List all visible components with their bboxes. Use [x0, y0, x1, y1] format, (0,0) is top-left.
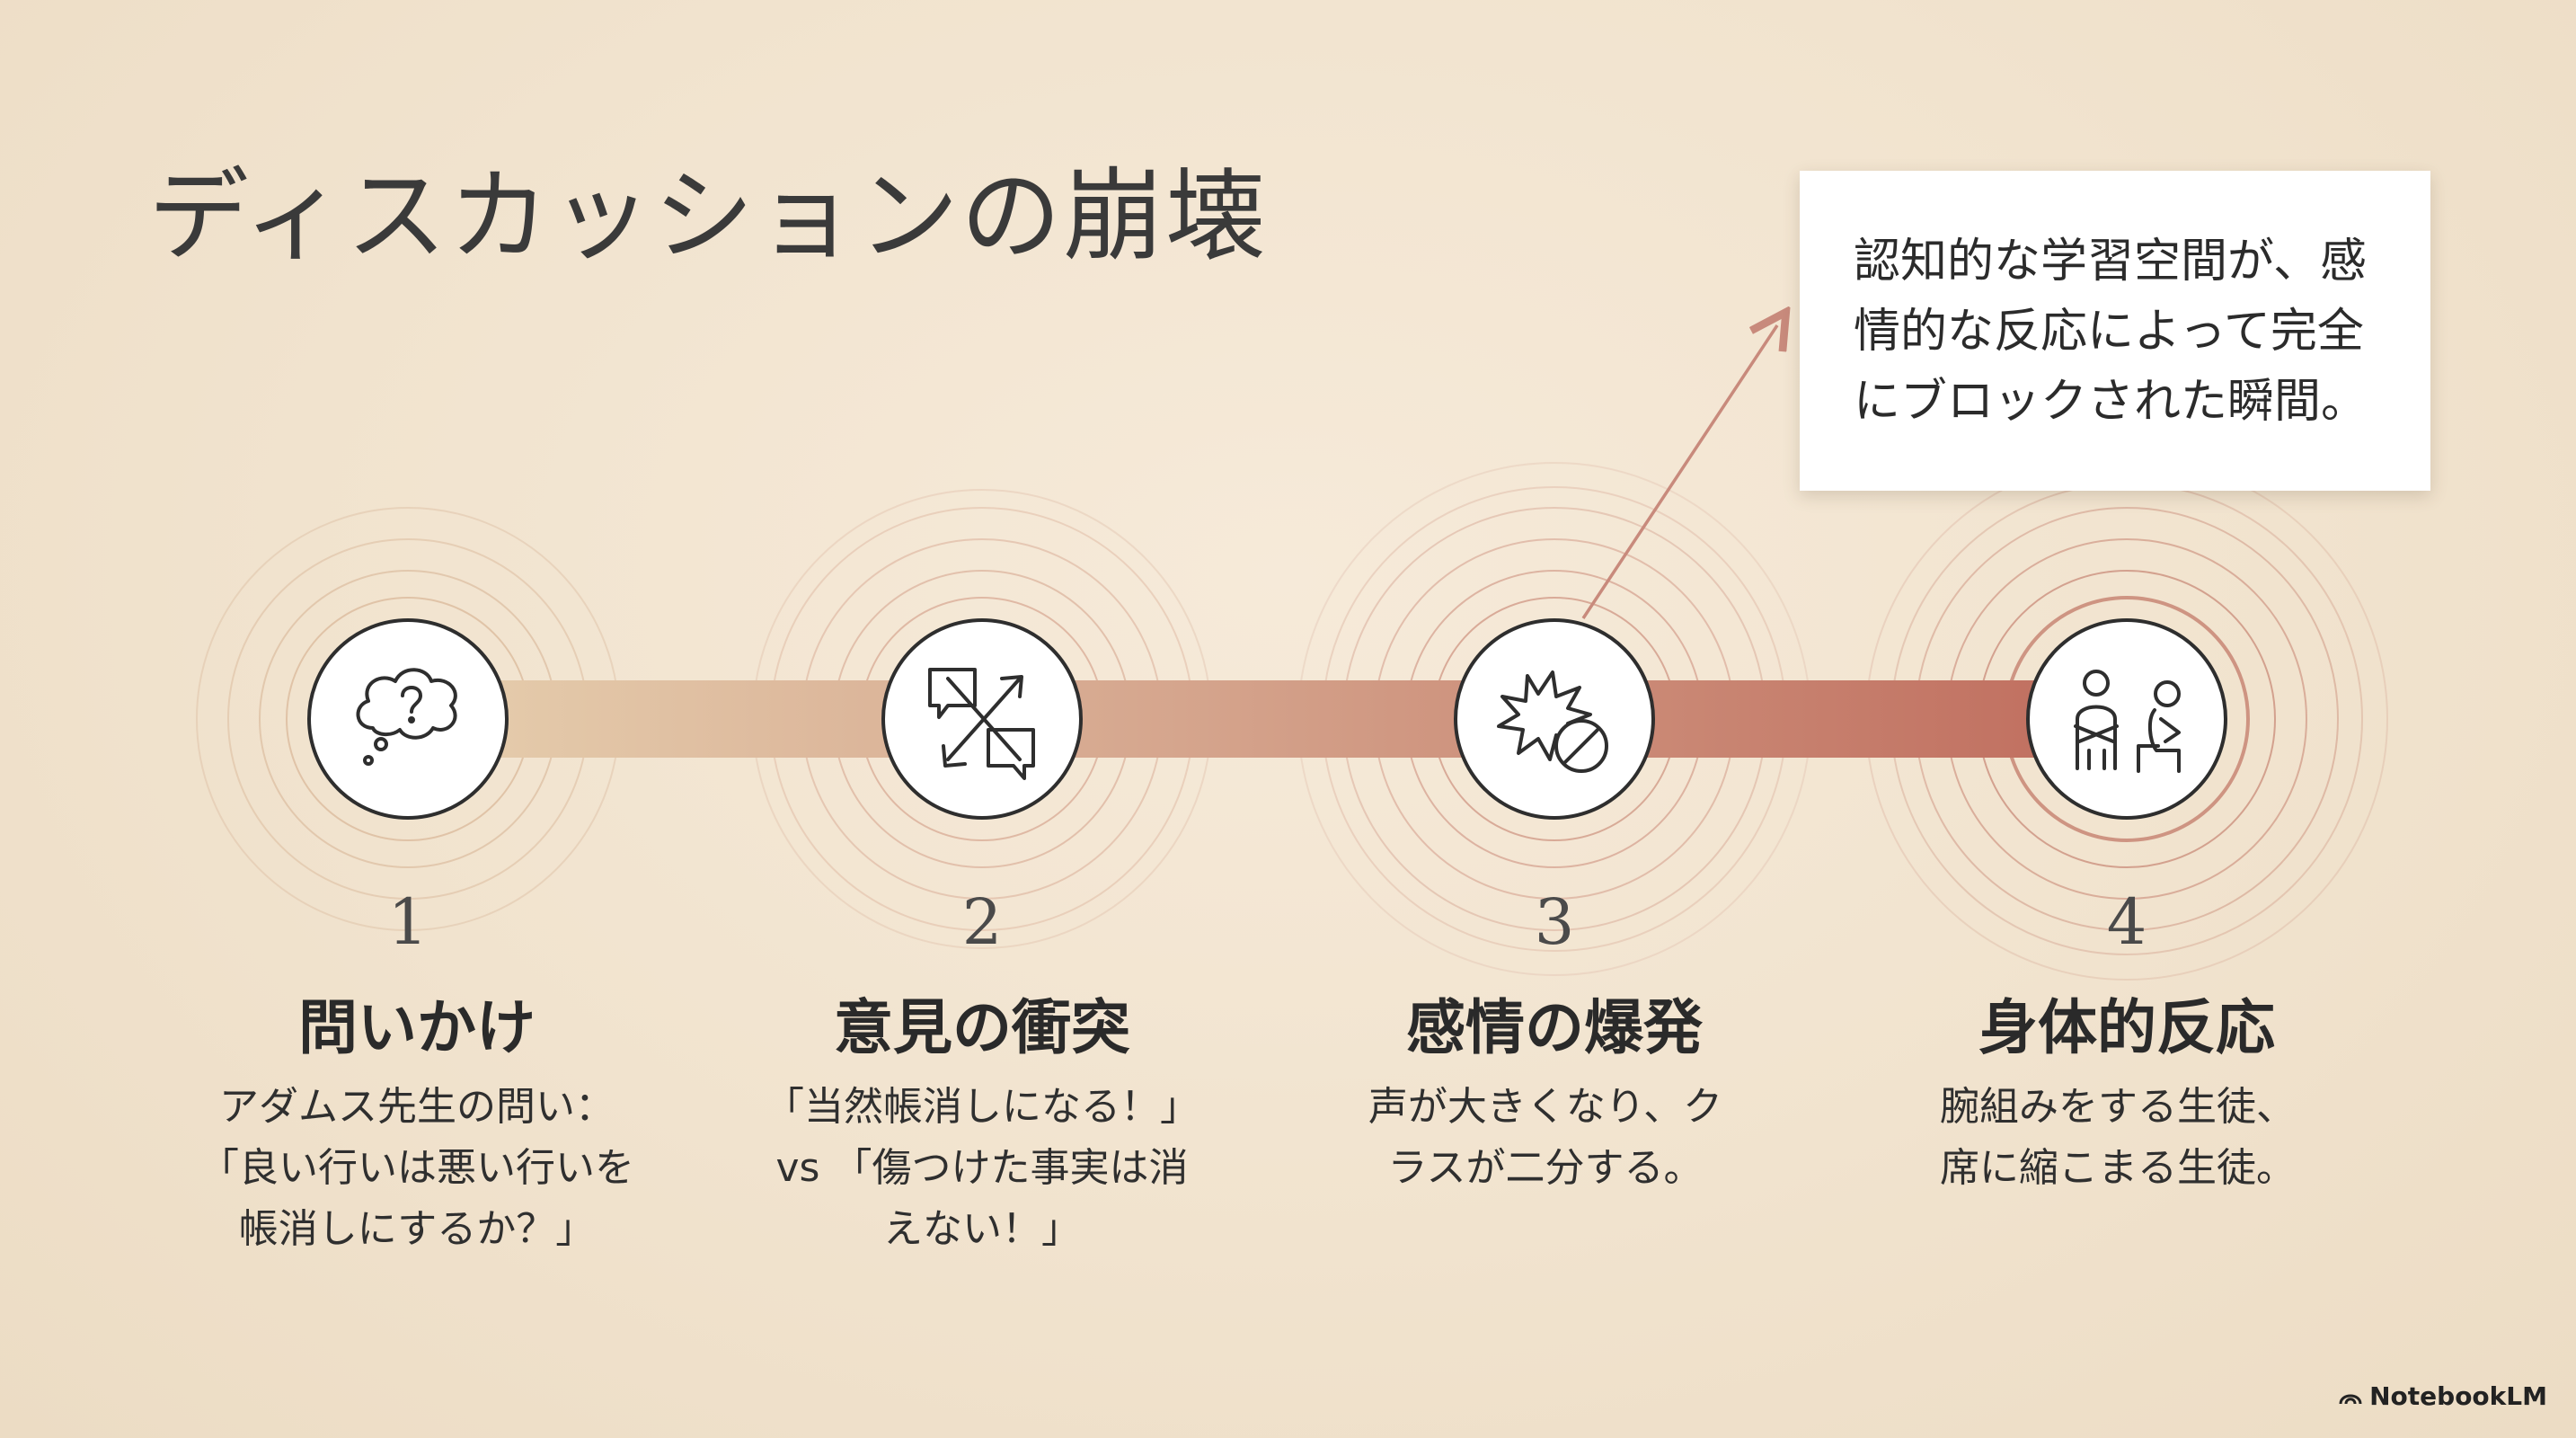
desc-line: ラスが二分する。: [1387, 1145, 1704, 1191]
step-4-description: 腕組みをする生徒、 席に縮こまる生徒。: [1848, 1077, 2387, 1199]
step-2-node: [881, 618, 1083, 820]
callout-line: 情的な反応によって完全: [1854, 305, 2364, 359]
desc-line: 席に縮こまる生徒。: [1940, 1145, 2296, 1191]
step-4-node: [2026, 618, 2227, 820]
step-1-node: [307, 618, 509, 820]
step-4-number: 4: [2106, 885, 2147, 959]
step-2-description: 「当然帳消しになる！」 vs 「傷つけた事実は消 えない！」: [713, 1077, 1252, 1260]
brand-name: NotebookLM: [2369, 1381, 2547, 1411]
page-title: ディスカッションの崩壊: [148, 158, 1269, 275]
notebooklm-icon: [2339, 1394, 2362, 1404]
brand-logo: NotebookLM: [2339, 1381, 2547, 1411]
step-1-description: アダムス先生の問い： 「良い行いは悪い行いを 帳消しにするか？」: [147, 1077, 686, 1260]
step-3-title: 感情の爆発: [1406, 993, 1703, 1062]
step-3-description: 声が大きくなり、ク ラスが二分する。: [1276, 1077, 1815, 1199]
step-1-number: 1: [387, 885, 429, 959]
step-4-title: 身体的反応: [1978, 993, 2275, 1062]
step-3-number: 3: [1534, 885, 1575, 959]
desc-line: vs 「傷つけた事実は消: [775, 1145, 1189, 1191]
callout-arrow: [1581, 325, 1777, 619]
desc-line: 「当然帳消しになる！」: [765, 1084, 1199, 1130]
desc-line: 帳消しにするか？」: [238, 1206, 596, 1252]
desc-line: えない！」: [883, 1206, 1081, 1252]
step-2-number: 2: [961, 885, 1003, 959]
step-3-node: [1454, 618, 1655, 820]
thought-bubble-question-icon: [356, 668, 457, 766]
desc-line: 腕組みをする生徒、: [1940, 1084, 2296, 1130]
step-2-title: 意見の衝突: [834, 993, 1130, 1062]
burst-blocked-icon: [1497, 670, 1608, 773]
progress-bar: [409, 680, 2125, 758]
callout-line: にブロックされた瞬間。: [1854, 375, 2368, 429]
crossed-arms-students-icon: [2074, 670, 2181, 773]
desc-line: アダムス先生の問い：: [219, 1084, 615, 1130]
desc-line: 「良い行いは悪い行いを: [199, 1145, 634, 1191]
clashing-speech-bubbles-icon: [928, 668, 1035, 780]
desc-line: 声が大きくなり、ク: [1368, 1084, 1723, 1130]
callout-line: 認知的な学習空間が、感: [1854, 235, 2367, 288]
callout-box: 認知的な学習空間が、感 情的な反応によって完全 にブロックされた瞬間。: [1800, 171, 2430, 491]
step-1-title: 問いかけ: [298, 993, 536, 1062]
